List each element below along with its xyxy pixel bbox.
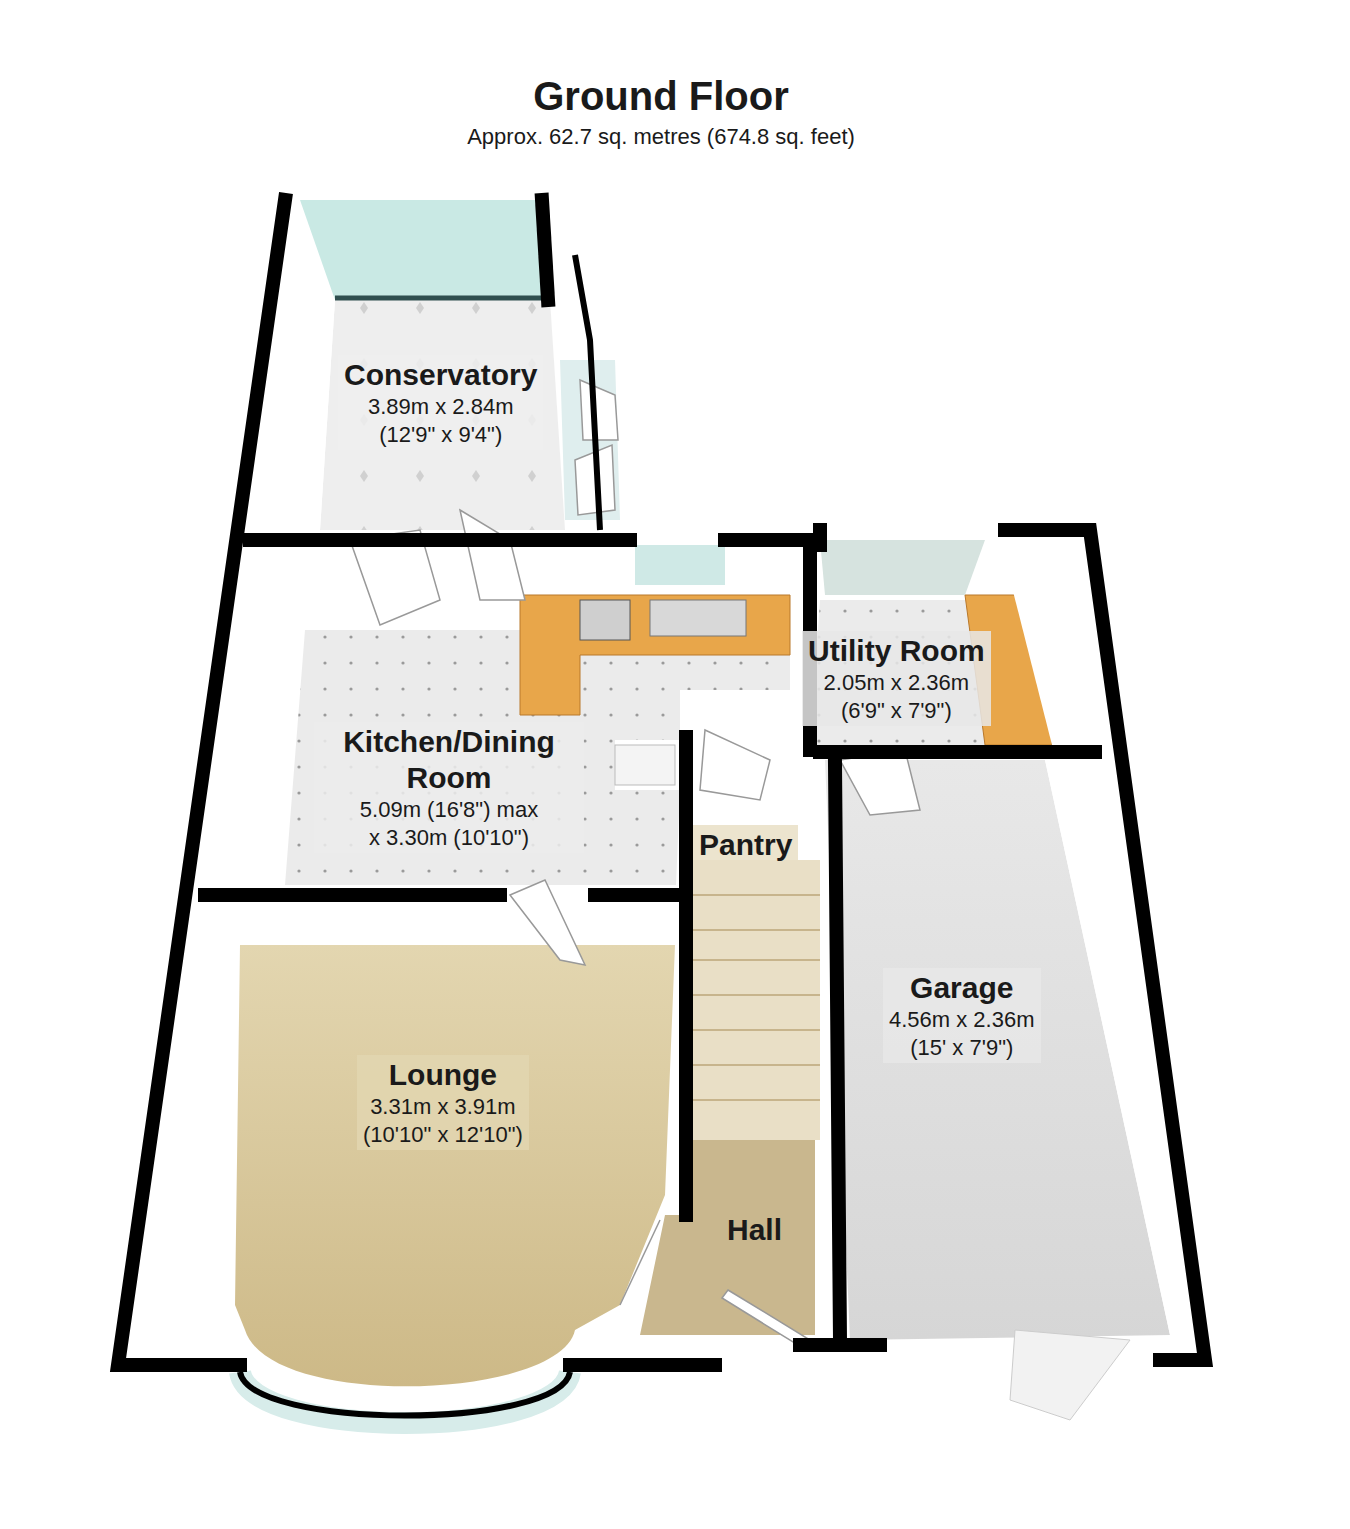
room-dimension: 3.89m x 2.84m — [344, 393, 537, 421]
room-label: Lounge3.31m x 3.91m(10'10" x 12'10") — [357, 1055, 529, 1150]
room-name: Kitchen/Dining Room — [320, 724, 578, 796]
title: Ground Floor — [0, 74, 1322, 119]
room-name: Conservatory — [344, 357, 537, 393]
room-name: Utility Room — [808, 633, 985, 669]
room-name: Pantry — [699, 827, 792, 863]
room-name: Hall — [727, 1212, 782, 1248]
room-label: Kitchen/Dining Room5.09m (16'8") maxx 3.… — [314, 722, 584, 853]
room-dimension: (15' x 7'9") — [889, 1034, 1035, 1062]
room-label: Conservatory3.89m x 2.84m(12'9" x 9'4") — [338, 355, 543, 450]
room-label: Utility Room2.05m x 2.36m(6'9" x 7'9") — [802, 631, 991, 726]
room-dimension: (10'10" x 12'10") — [363, 1121, 523, 1149]
room-dimension: 4.56m x 2.36m — [889, 1006, 1035, 1034]
room-dimension: (6'9" x 7'9") — [808, 697, 985, 725]
room-dimension: 5.09m (16'8") max — [320, 796, 578, 824]
room-label: Pantry — [693, 825, 798, 865]
room-name: Lounge — [363, 1057, 523, 1093]
room-dimension: 3.31m x 3.91m — [363, 1093, 523, 1121]
room-label: Garage4.56m x 2.36m(15' x 7'9") — [883, 968, 1041, 1063]
room-dimension: (12'9" x 9'4") — [344, 421, 537, 449]
room-dimension: 2.05m x 2.36m — [808, 669, 985, 697]
room-label: Hall — [721, 1210, 788, 1250]
room-name: Garage — [889, 970, 1035, 1006]
caption: Approx. 62.7 sq. metres (674.8 sq. feet) — [0, 124, 1322, 150]
room-dimension: x 3.30m (10'10") — [320, 824, 578, 852]
